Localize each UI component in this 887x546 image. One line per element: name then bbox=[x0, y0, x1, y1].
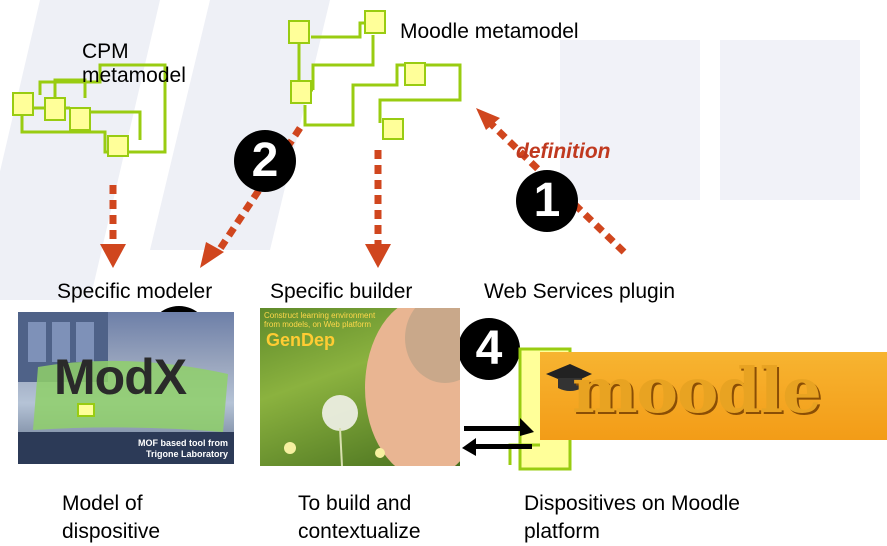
gendep-screenshot: Construct learning environment from mode… bbox=[260, 308, 460, 466]
exchange-arrows bbox=[462, 418, 534, 456]
modx-title: ModX bbox=[54, 349, 187, 405]
step-2-badge: 2 bbox=[234, 130, 296, 192]
gendep-tagline: Construct learning environment from mode… bbox=[264, 311, 376, 329]
dispositives-moodle-caption: Dispositives on Moodle platform bbox=[524, 492, 740, 543]
gendep-photo-graphic bbox=[284, 308, 460, 466]
modx-screenshot: ModX MOF based tool from Trigone Laborat… bbox=[18, 312, 234, 464]
modx-building-graphic bbox=[18, 312, 234, 464]
moodle-metamodel-graphic bbox=[288, 10, 462, 140]
cpm-metamodel-label: CPM metamodel bbox=[82, 40, 186, 87]
cpm-metamodel-graphic bbox=[12, 63, 167, 157]
specific-builder-label: Specific builder bbox=[270, 280, 413, 303]
modx-caption: MOF based tool from Trigone Laboratory bbox=[138, 438, 228, 459]
specific-modeler-label: Specific modeler bbox=[57, 280, 213, 303]
model-of-dispositive-caption: Model of dispositive bbox=[62, 492, 161, 543]
build-contextualize-caption: To build and contextualize bbox=[298, 492, 421, 543]
step-1-badge: 1 bbox=[516, 170, 578, 232]
moodle-logo-text: moodle bbox=[572, 354, 822, 427]
mortarboard-icon bbox=[546, 364, 592, 391]
arrow-moodle-to-modeler bbox=[215, 126, 303, 254]
gendep-title: GenDep bbox=[266, 330, 336, 350]
web-services-plugin-label: Web Services plugin bbox=[484, 280, 676, 303]
moodle-logo-banner: moodle bbox=[540, 352, 887, 440]
moodle-metamodel-label: Moodle metamodel bbox=[400, 20, 579, 43]
step-4-badge: 4 bbox=[458, 318, 520, 380]
definition-label: definition bbox=[516, 140, 611, 163]
